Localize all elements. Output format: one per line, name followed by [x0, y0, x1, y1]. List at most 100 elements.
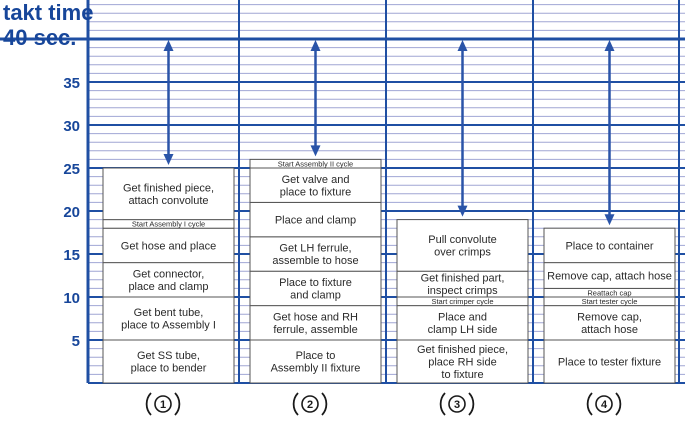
operator-number-badge: 4: [586, 392, 622, 416]
segment-label-line: Start tester cycle: [582, 297, 638, 306]
segment-label-line: assemble to hose: [272, 255, 358, 267]
operator-number-badge: 3: [439, 392, 475, 416]
segment-label-line: Get bent tube,: [134, 307, 204, 319]
segment-label-line: Reattach cap: [587, 288, 631, 297]
segment-label-line: Place to container: [565, 240, 653, 252]
arrow-head-up: [457, 40, 468, 51]
segment-label: Place and clamp: [275, 214, 356, 226]
arrow-head-down: [457, 205, 468, 217]
operator-number-bracket-right: [468, 392, 475, 416]
segment-label-line: clamp LH side: [428, 324, 498, 336]
bar-segment: [249, 305, 382, 341]
y-tick-label: 20: [63, 204, 80, 221]
arrow-head-down: [163, 154, 174, 165]
segment-label-line: and clamp: [290, 290, 341, 302]
segment-label: Get SS tube,place to bender: [131, 350, 207, 375]
segment-label-line: Place to: [296, 350, 336, 362]
segment-label-line: place to fixture: [280, 186, 352, 198]
segment-label-line: Get finished part,: [421, 273, 505, 285]
bar-segment: [249, 167, 382, 203]
segment-label-line: attach hose: [581, 324, 638, 336]
segment-label-line: place RH side: [428, 356, 496, 368]
arrow-head-up: [604, 40, 615, 51]
bar-segment: [249, 236, 382, 272]
operator-number-circle: [448, 395, 466, 413]
operator-number: 2: [307, 399, 313, 411]
segment-label-line: Start Assembly I cycle: [132, 220, 205, 229]
operator-bars: Get SS tube,place to bender Get bent tube…: [102, 158, 676, 384]
bar-segment: [249, 158, 382, 169]
segment-label-line: place to Assembly I: [121, 320, 216, 332]
operator-number-badge: 2: [292, 392, 328, 416]
operator-number-bracket-right: [174, 392, 181, 416]
segment-label: Get connector,place and clamp: [128, 268, 208, 293]
segment-label-line: Remove cap, attach hose: [547, 270, 672, 282]
operator-number-bracket-left: [586, 392, 593, 416]
segment-label-line: Get connector,: [133, 268, 205, 280]
bar-segment: [396, 270, 529, 298]
arrow-head-down: [604, 214, 615, 226]
segment-label-line: Assembly II fixture: [271, 363, 361, 375]
bar-segment: [102, 167, 235, 221]
y-tick-label: 35: [63, 75, 80, 92]
y-tick-label: 15: [63, 247, 80, 264]
segment-label: Get LH ferrule,assemble to hose: [272, 243, 358, 268]
operator-number-circle: [154, 395, 172, 413]
segment-label-line: Place to tester fixture: [558, 356, 661, 368]
segment-label: Reattach cap: [587, 288, 631, 297]
operator-number-bracket-left: [145, 392, 152, 416]
segment-label-line: Place and: [438, 311, 487, 323]
segment-label-line: Pull convolute: [428, 234, 497, 246]
bar-segment: [102, 227, 235, 264]
bar-segment: [102, 339, 235, 384]
segment-label: Remove cap,attach hose: [577, 311, 642, 336]
segment-label-line: Place and clamp: [275, 214, 356, 226]
operator-number-circle: [301, 395, 319, 413]
takt-time-label: takt time: [3, 0, 93, 25]
segment-label-line: attach convolute: [128, 195, 208, 207]
arrow-head-up: [310, 40, 321, 51]
operator-number-bracket-right: [321, 392, 328, 416]
operator-labels: 1 2 3 4: [145, 392, 622, 416]
takt-gap-arrow: [604, 40, 615, 226]
segment-label: Start Assembly I cycle: [132, 220, 205, 229]
segment-label-line: Get valve and: [282, 174, 350, 186]
segment-label-line: to fixture: [441, 369, 483, 381]
segment-label-line: ferrule, assemble: [273, 324, 357, 336]
segment-label: Start tester cycle: [582, 297, 638, 306]
y-tick-label: 25: [63, 161, 80, 178]
operator-number: 3: [454, 399, 460, 411]
operator-number: 1: [160, 399, 166, 411]
segment-label: Place to tester fixture: [558, 356, 661, 368]
segment-label-line: Start crimper cycle: [431, 297, 493, 306]
segment-label-line: Place to fixture: [279, 277, 352, 289]
operator-number-badge: 1: [145, 392, 181, 416]
segment-label-line: Remove cap,: [577, 311, 642, 323]
bar-segment: [543, 262, 676, 289]
takt-time-value-label: 40 sec.: [3, 25, 76, 50]
operator-number-bracket-right: [615, 392, 622, 416]
arrow-head-down: [310, 145, 321, 157]
operator-number: 4: [601, 399, 608, 411]
operator-bar: Get SS tube,place to bender Get bent tube…: [102, 167, 235, 384]
takt-gap-arrows: [163, 40, 615, 226]
y-tick-label: 5: [72, 333, 80, 350]
segment-label-line: Get finished piece,: [417, 344, 508, 356]
segment-label: Place to container: [565, 240, 653, 252]
segment-label: Get bent tube,place to Assembly I: [121, 307, 216, 332]
y-tick-label: 30: [63, 118, 80, 135]
segment-label-line: Get hose and RH: [273, 311, 358, 323]
takt-gap-arrow: [310, 40, 321, 157]
segment-label-line: Get finished piece,: [123, 182, 214, 194]
operator-number-circle: [595, 395, 613, 413]
segment-label-line: Start Assembly II cycle: [278, 159, 353, 168]
